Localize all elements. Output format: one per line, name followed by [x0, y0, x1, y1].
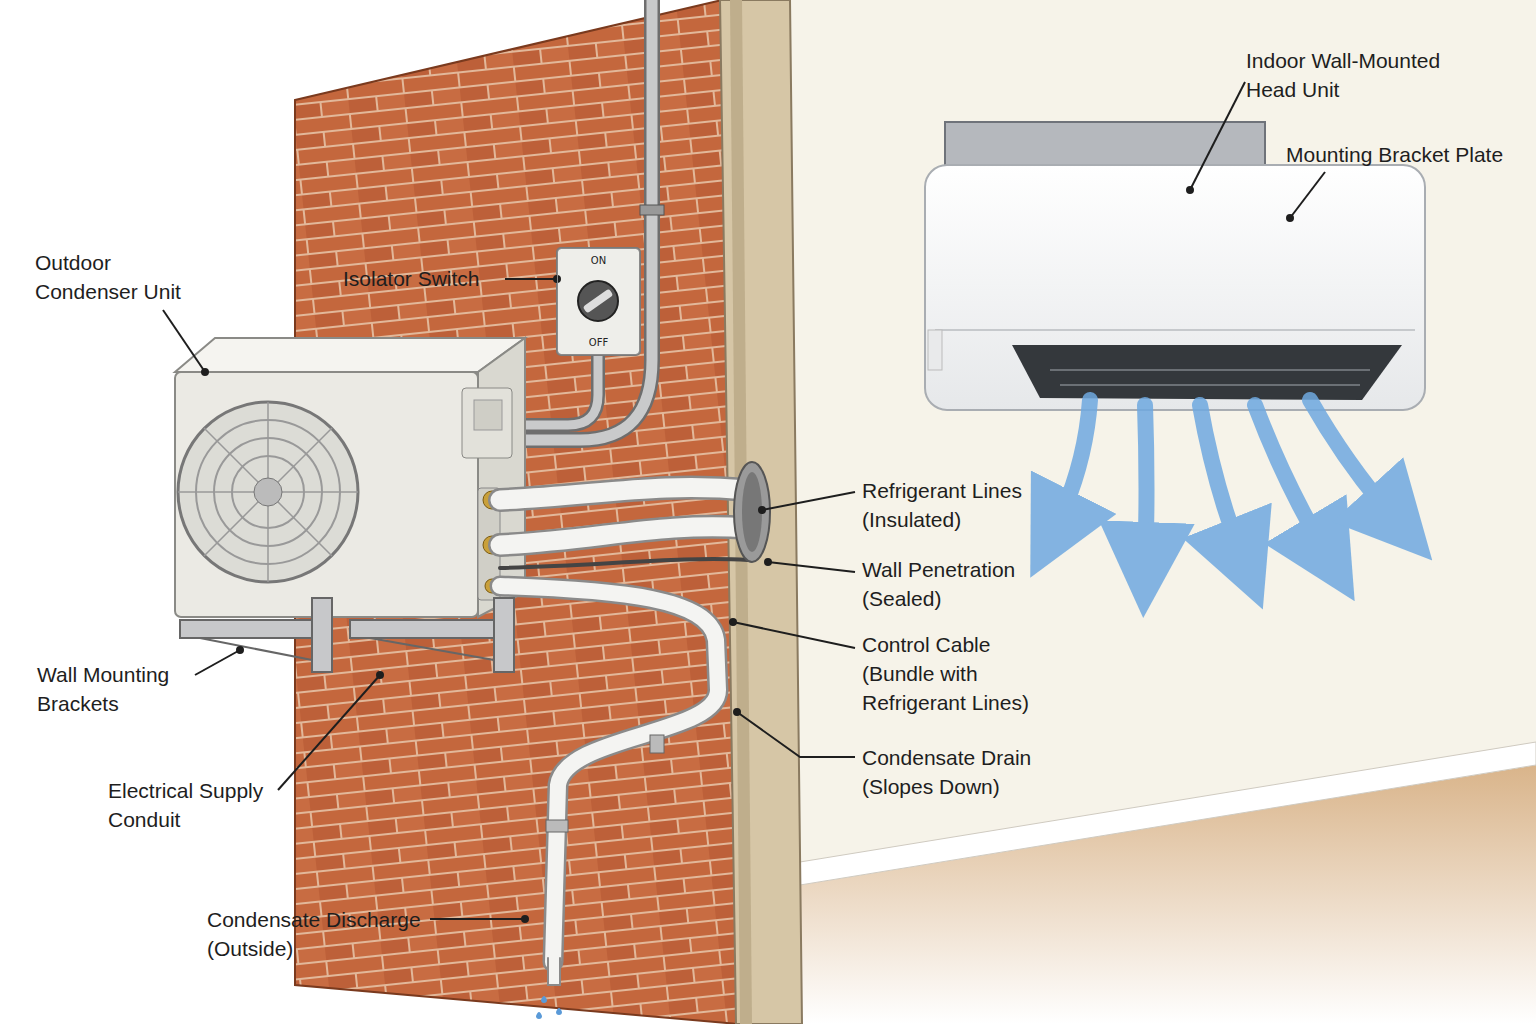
condensate-drain — [500, 586, 718, 1019]
switch-marking: OFF — [558, 337, 639, 348]
callout-label: Refrigerant Lines (Insulated) — [862, 476, 1047, 534]
callout-label: Wall Penetration (Sealed) — [862, 555, 1047, 613]
conduit — [515, 0, 664, 440]
isolator-switch-body — [557, 248, 640, 355]
callout-label: Mounting Bracket Plate — [1286, 140, 1536, 169]
callout-label: Condensate Discharge (Outside) — [207, 905, 439, 963]
switch-marking: ON — [558, 255, 639, 266]
isolator-switch: ON OFF — [557, 248, 640, 355]
wall-penetration — [734, 462, 770, 562]
outdoor-unit — [175, 338, 525, 617]
callout-label: Wall Mounting Brackets — [37, 660, 197, 718]
callout-label: Electrical Supply Conduit — [108, 776, 286, 834]
wall-brackets — [180, 598, 514, 672]
callout-label: Outdoor Condenser Unit — [35, 248, 205, 306]
airflow-arrows — [1052, 400, 1400, 570]
callout-label: Control Cable (Bundle with Refrigerant L… — [862, 630, 1052, 717]
callout-label: Indoor Wall-Mounted Head Unit — [1246, 46, 1486, 104]
refrigerant-lines — [500, 487, 748, 568]
callout-label: Condensate Drain (Slopes Down) — [862, 743, 1062, 801]
callout-label: Isolator Switch — [343, 264, 513, 293]
leader-lines — [163, 82, 1325, 922]
